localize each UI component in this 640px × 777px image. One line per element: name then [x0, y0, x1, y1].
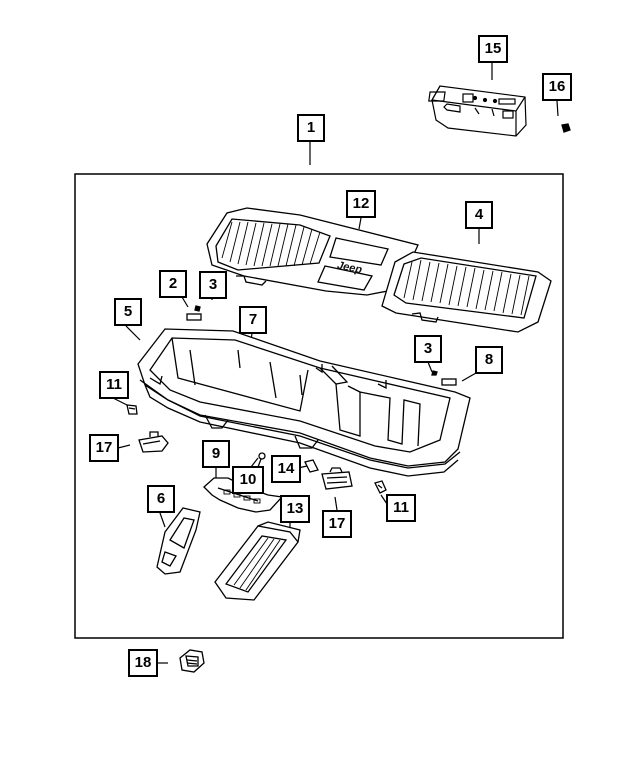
storage-bin-part [137, 328, 471, 477]
callout-2: 2 [159, 270, 187, 298]
cover-part-6 [156, 507, 201, 575]
switch-bezel-part [428, 85, 527, 137]
callout-5: 5 [114, 298, 142, 326]
callout-11-left: 11 [99, 371, 129, 399]
panel-part-13 [214, 521, 301, 601]
callout-3-left: 3 [199, 271, 227, 299]
callout-15: 15 [478, 35, 508, 63]
insert-part-14 [304, 459, 319, 473]
latch-part-17-left [138, 431, 169, 453]
callout-4: 4 [465, 201, 493, 229]
pin-part-10 [257, 452, 266, 468]
lid-panel-left [206, 207, 419, 296]
callout-10: 10 [232, 466, 264, 494]
latch-part-17-right [321, 467, 353, 490]
lid-panel-right [381, 251, 552, 333]
callout-16: 16 [542, 73, 572, 101]
clip-part-11-left [126, 404, 138, 415]
assembly-frame [74, 173, 564, 639]
callout-7: 7 [239, 306, 267, 334]
callout-1: 1 [297, 114, 325, 142]
fastener-part-2 [186, 305, 202, 321]
clip-part-11-right [374, 480, 387, 494]
callout-3-right: 3 [414, 335, 442, 363]
lid-badge: Jeep [336, 259, 363, 276]
callout-18: 18 [128, 649, 158, 677]
callout-9: 9 [202, 440, 230, 468]
callout-11-right: 11 [386, 494, 416, 522]
callout-12: 12 [346, 190, 376, 218]
fastener-part-18 [179, 649, 205, 673]
callout-14: 14 [271, 455, 301, 483]
bracket-part-9 [203, 477, 284, 513]
callout-17-right: 17 [322, 510, 352, 538]
callout-17-left: 17 [89, 434, 119, 462]
callout-8: 8 [475, 346, 503, 374]
clip-part-16 [561, 123, 571, 133]
callout-6: 6 [147, 485, 175, 513]
fastener-part-8 [431, 370, 457, 386]
callout-13: 13 [280, 495, 310, 523]
